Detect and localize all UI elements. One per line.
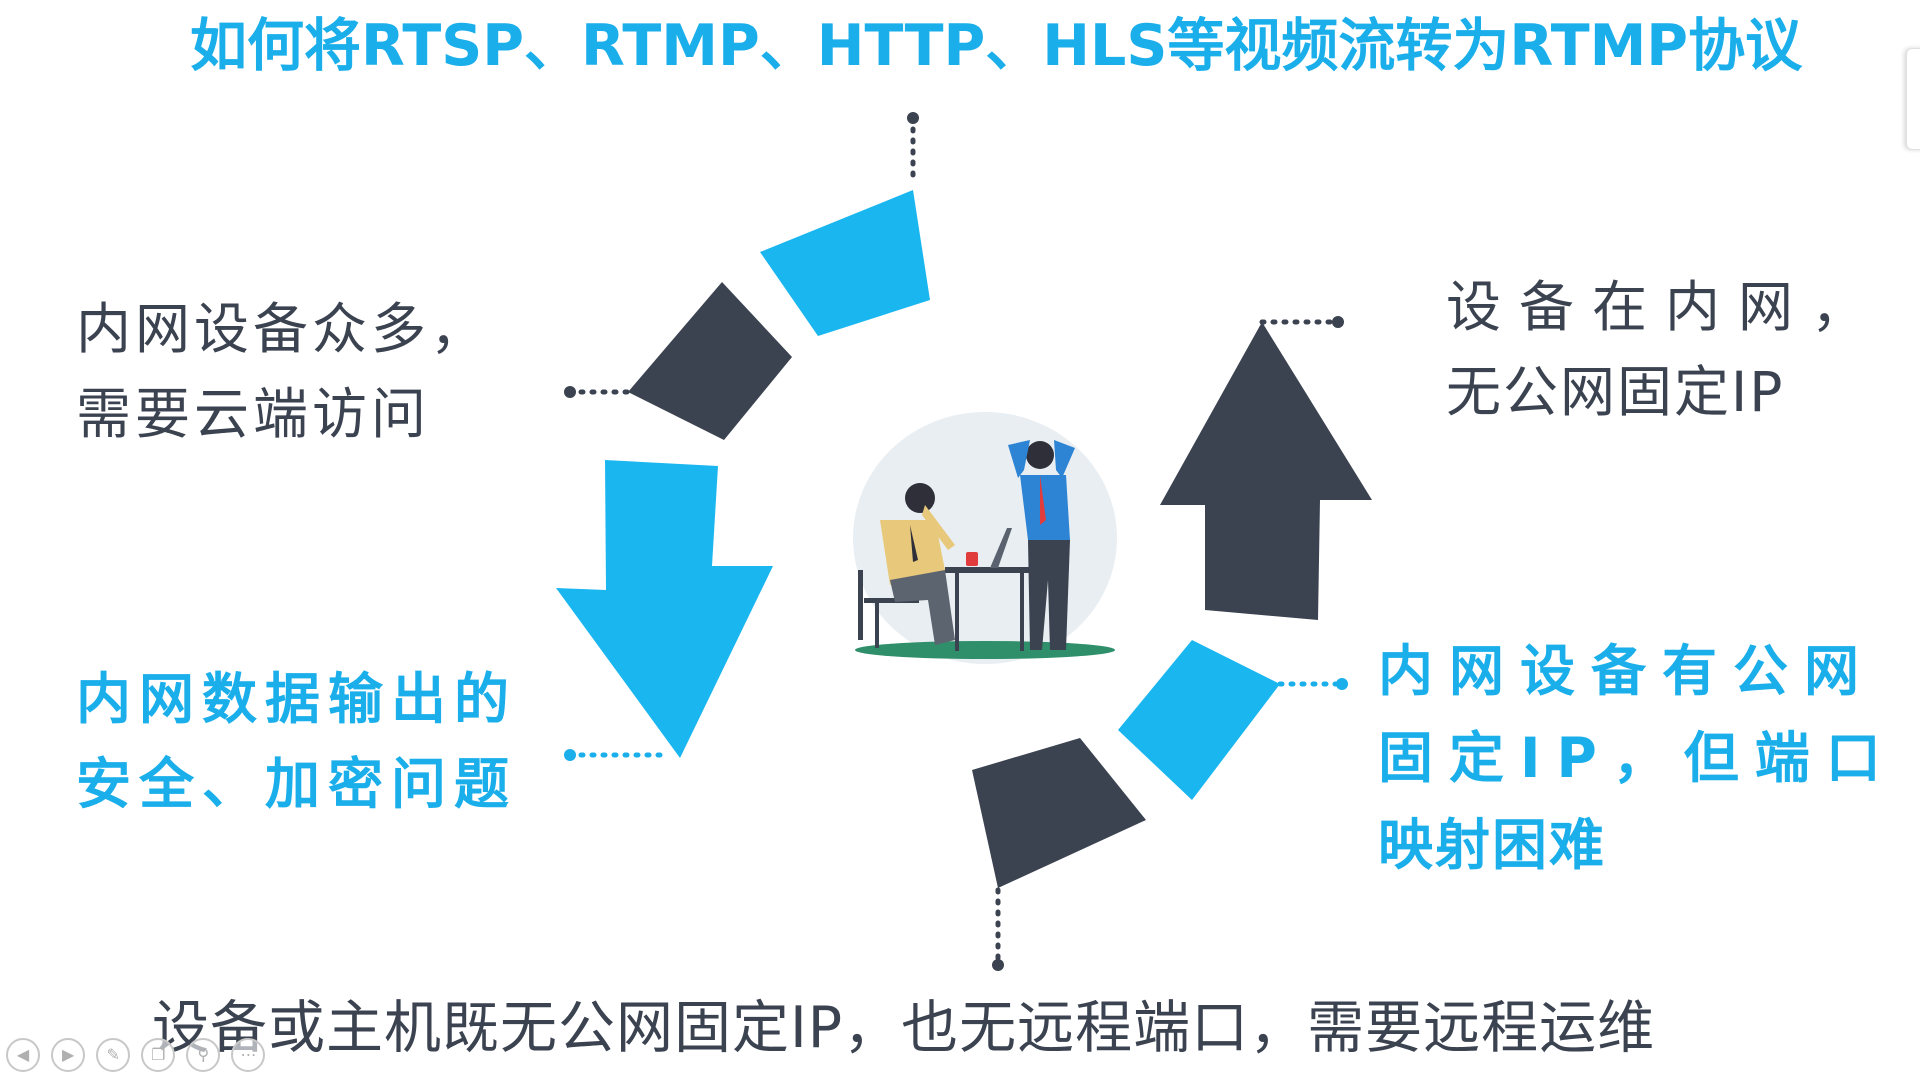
bottom-caption: 设备或主机既无公网固定IP，也无远程端口，需要远程运维 [152, 995, 1656, 1061]
note-bottom-right: 内网设备有公网 固定IP，但端口 映射困难 [1378, 644, 1897, 905]
segment-top-left-dark [628, 282, 792, 440]
note-top-right-line-2: 无公网固定IP [1446, 360, 1785, 424]
prev-icon[interactable]: ◀ [6, 1038, 40, 1072]
note-top-right: 设备在内网， 无公网固定IP [1446, 280, 1884, 450]
leader-lines [564, 112, 1348, 971]
note-top-left: 内网设备众多， 需要云端访问 [76, 302, 489, 472]
note-bottom-right-line-2: 固定IP，但端口 [1378, 726, 1897, 790]
note-bottom-left-line-1: 内网数据输出的 [76, 667, 518, 731]
note-bottom-left-line-2: 安全、加密问题 [76, 752, 518, 816]
note-top-left-line-2: 需要云端访问 [76, 382, 431, 446]
segment-top-blue [760, 190, 930, 336]
note-bottom-right-line-3: 映射困难 [1378, 813, 1607, 877]
pen-icon[interactable]: ✎ [96, 1038, 131, 1072]
note-bottom-left: 内网数据输出的 安全、加密问题 [76, 672, 517, 842]
slide-nav-toolbar: ◀ ▶ ✎ ❐ ⚲ ⋯ [6, 1038, 271, 1074]
side-panel-handle[interactable] [1906, 48, 1920, 150]
segment-bottom-dark [972, 738, 1146, 888]
segment-right-blue [1118, 640, 1280, 800]
arrow-up-dark [1160, 322, 1372, 620]
center-illustration [853, 412, 1117, 664]
note-top-right-line-1: 设备在内网， [1446, 275, 1885, 339]
cycle-segments [556, 190, 1372, 888]
note-bottom-right-line-1: 内网设备有公网 [1378, 639, 1876, 703]
next-icon[interactable]: ▶ [51, 1038, 86, 1072]
copy-icon[interactable]: ❐ [141, 1038, 176, 1072]
arrow-down-blue [556, 460, 773, 758]
note-top-left-line-1: 内网设备众多， [76, 297, 490, 361]
zoom-icon[interactable]: ⚲ [186, 1038, 221, 1072]
page-title: 如何将RTSP、RTMP、HTTP、HLS等视频流转为RTMP协议 [190, 13, 1803, 79]
more-icon[interactable]: ⋯ [231, 1038, 266, 1072]
